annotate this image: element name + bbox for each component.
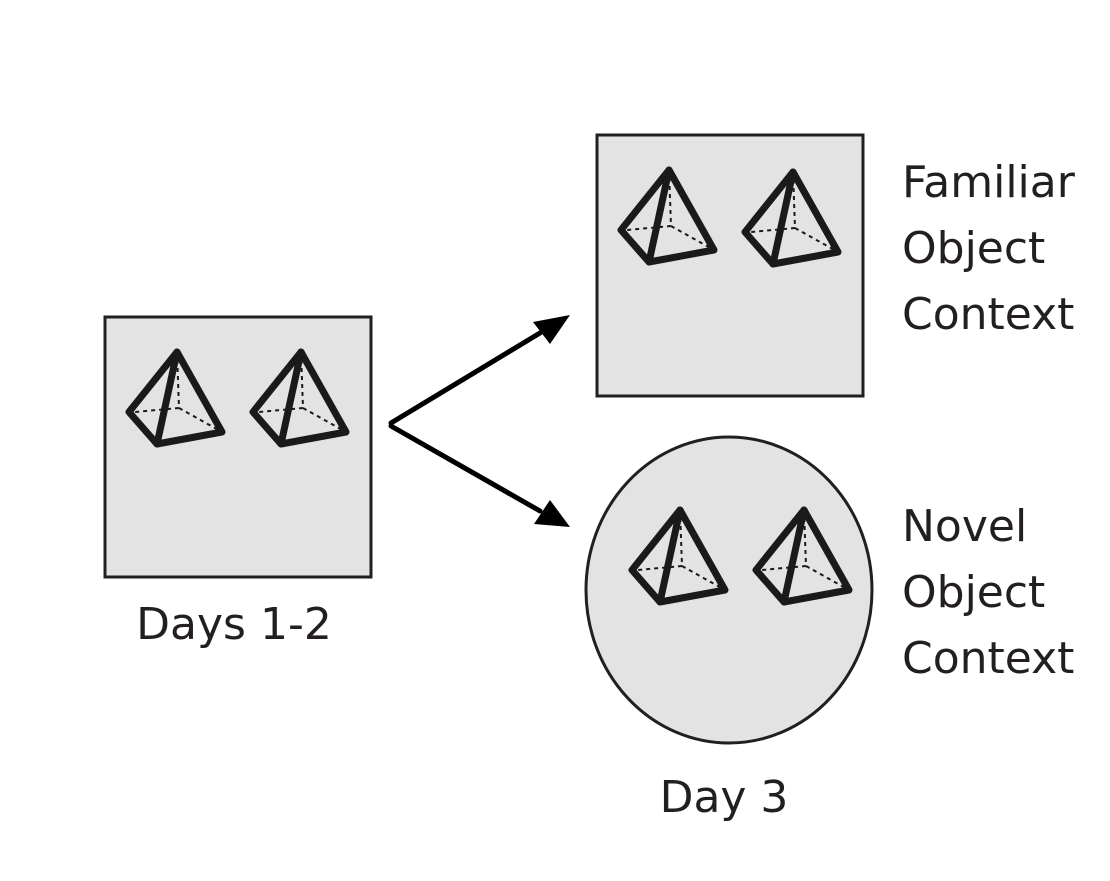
training-arena-square xyxy=(103,315,373,579)
familiar-context-arena xyxy=(595,133,865,398)
arrow-head-icon xyxy=(534,500,570,527)
training-days-label: Days 1-2 xyxy=(136,599,332,650)
test-day-label: Day 3 xyxy=(660,772,789,823)
novel-arena-circle xyxy=(584,435,874,745)
arrow-icon xyxy=(388,423,543,514)
arrow-head-icon xyxy=(533,315,570,344)
novel-context-arena xyxy=(584,435,874,745)
training-arena xyxy=(103,315,373,579)
novel-context-label: Novel Object Context xyxy=(902,501,1074,684)
arrow-icon xyxy=(388,330,543,426)
familiar-arena-square xyxy=(595,133,865,398)
branch-arrows xyxy=(388,315,570,527)
familiar-context-label: Familiar Object Context xyxy=(902,157,1089,340)
